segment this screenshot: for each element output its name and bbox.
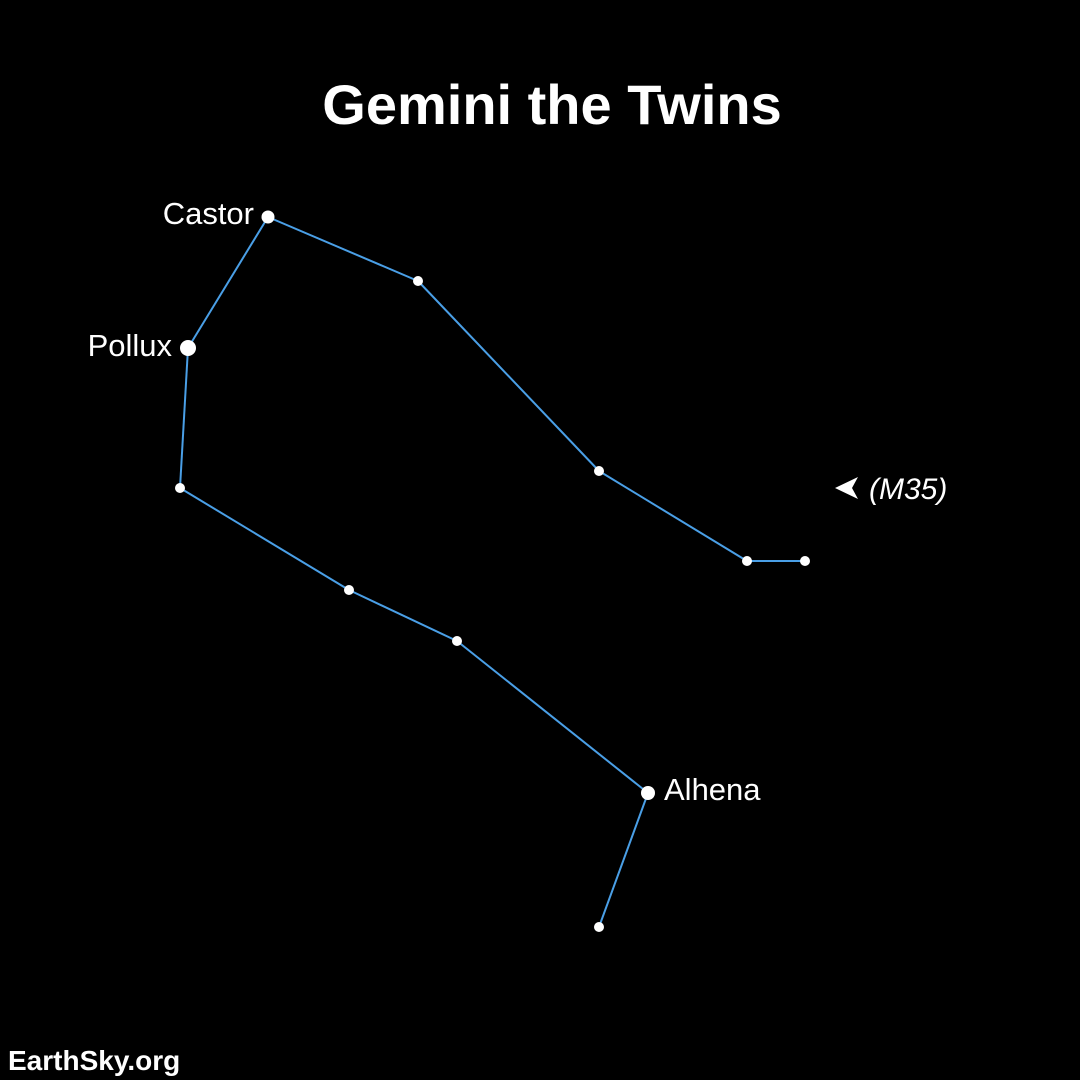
line-lower-3-alhena [456, 640, 649, 794]
line-lower-1-lower-2 [179, 487, 350, 591]
stars [175, 210, 810, 932]
star-castor [261, 210, 275, 224]
credit-logo: EarthSky.org [8, 1045, 180, 1076]
star-label-pollux: Pollux [88, 328, 173, 363]
constellation-lines [179, 216, 805, 928]
line-alhena-lower-5 [598, 792, 649, 928]
line-castor-pollux [187, 216, 269, 349]
arrow-left-icon [835, 477, 858, 499]
line-pollux-lower-1 [179, 347, 189, 489]
diagram-title: Gemini the Twins [322, 73, 781, 136]
line-upper-1-upper-2 [417, 280, 600, 472]
star [742, 556, 752, 566]
star [452, 636, 462, 646]
m35-label: (M35) [869, 473, 947, 506]
star-pollux [180, 340, 196, 356]
star [175, 483, 185, 493]
star-alhena [641, 786, 655, 800]
star [413, 276, 423, 286]
star [344, 585, 354, 595]
line-castor-upper-1 [267, 216, 419, 282]
line-lower-2-lower-3 [348, 589, 458, 642]
star [594, 922, 604, 932]
m35-pointer: (M35) [835, 473, 947, 506]
star-label-alhena: Alhena [664, 772, 761, 807]
star [594, 466, 604, 476]
line-upper-2-upper-3 [598, 470, 748, 562]
star-label-castor: Castor [163, 196, 254, 231]
star [800, 556, 810, 566]
